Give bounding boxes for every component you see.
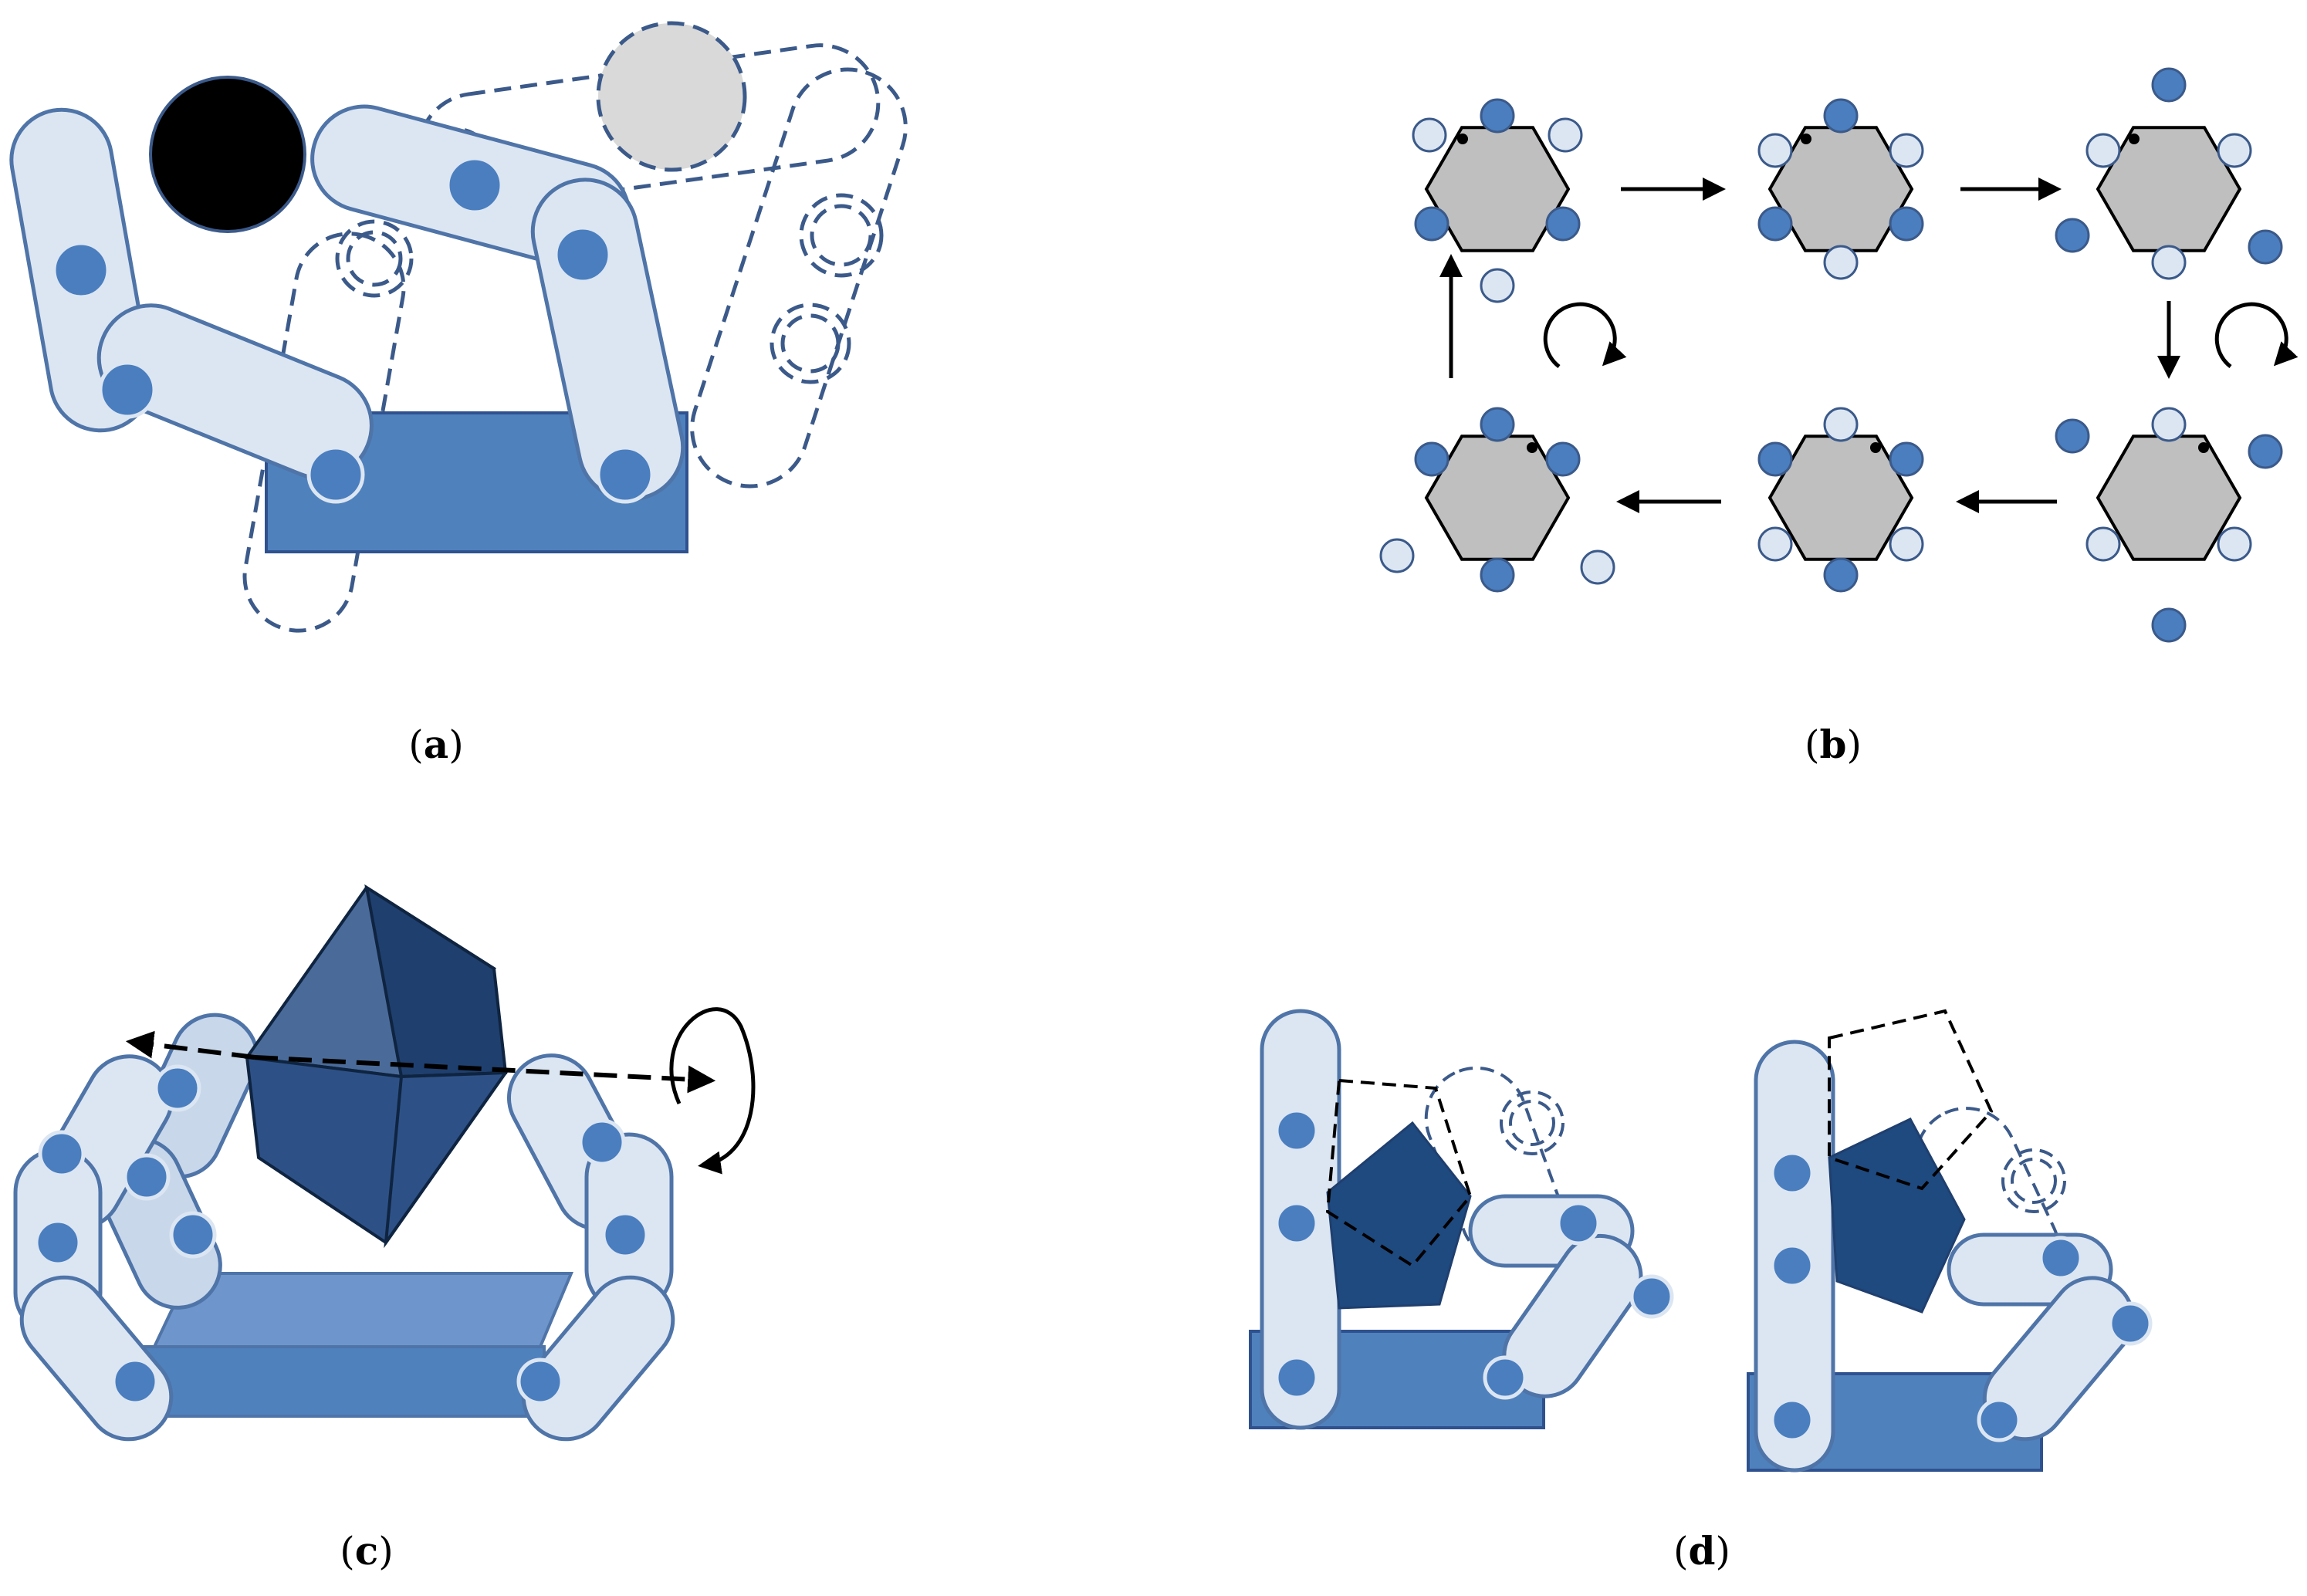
hexagon-state-3: [2096, 126, 2242, 252]
finger-contact-inactive: [1757, 133, 1793, 168]
finger-contact-active: [1545, 441, 1581, 477]
pentagon-d1: [1326, 1121, 1472, 1310]
panel-a-gripper-ball: [9, 21, 908, 633]
caption-a: (a): [408, 722, 464, 767]
finger-contact-active: [1414, 206, 1449, 242]
finger-contact-active: [1823, 98, 1859, 134]
finger-contact-inactive: [2151, 407, 2187, 442]
finger-contact-active: [1889, 441, 1924, 477]
rotation-arrow: [2214, 302, 2299, 368]
rotation-axis: [254, 1055, 716, 1094]
finger-contact-active: [1480, 557, 1515, 593]
finger-contact-inactive: [2085, 133, 2121, 168]
joints-a: [52, 156, 655, 504]
finger-contact-active: [2055, 218, 2090, 253]
rotation-arrow: [1543, 302, 1627, 368]
rotation-arrow: [669, 1007, 756, 1175]
ghost-ball: [596, 21, 747, 172]
finger-contact-inactive: [1580, 549, 1615, 585]
cube: [244, 884, 509, 1249]
orientation-mark: [2129, 134, 2140, 144]
panel-b-hexagon-cycle: [1379, 67, 2299, 643]
hexagon-state-2: [1767, 126, 1914, 252]
black-ball: [149, 76, 306, 233]
finger-contact-inactive: [1480, 268, 1515, 303]
hexagon-state-4: [2096, 435, 2242, 561]
hexagon-state-6: [1424, 435, 1571, 561]
orientation-mark: [1527, 442, 1537, 453]
finger-contact-active: [1757, 206, 1793, 242]
orientation-mark: [1801, 134, 1811, 144]
orientation-mark: [1457, 134, 1468, 144]
caption-d: (d): [1673, 1528, 1730, 1574]
finger-contact-inactive: [1823, 245, 1859, 280]
hexagon-state-1: [1424, 126, 1571, 252]
orientation-mark: [1870, 442, 1881, 453]
finger-contact-inactive: [1379, 538, 1415, 573]
pentagon-d2: [1828, 1118, 1966, 1314]
pentagon-outline-d1: [1325, 1078, 1473, 1268]
finger-contact-inactive: [1757, 526, 1793, 562]
finger-contact-inactive: [1889, 526, 1924, 562]
finger-contact-active: [1823, 557, 1859, 593]
finger-contact-inactive: [1889, 133, 1924, 168]
orientation-mark: [2198, 442, 2209, 453]
panel-d-pentagon-grasp: [1249, 1009, 2153, 1473]
rotation-axis-left: [125, 1030, 255, 1060]
pentagon-outline-d2: [1828, 1009, 1994, 1191]
base-front: [141, 1345, 546, 1418]
finger-contact-active: [1414, 441, 1449, 477]
finger-contact-active: [1480, 98, 1515, 134]
gripper-d2: [1747, 1009, 2153, 1473]
finger-contact-inactive: [2085, 526, 2121, 562]
finger-contact-active: [2055, 418, 2090, 454]
finger-contact-active: [2151, 607, 2187, 643]
finger-contact-inactive: [2151, 245, 2187, 280]
finger-contact-active: [1757, 441, 1793, 477]
joints-c: [34, 1064, 649, 1405]
caption-b: (b): [1805, 722, 1862, 767]
finger-contact-inactive: [1412, 117, 1447, 153]
finger-contact-inactive: [1823, 407, 1859, 442]
finger-contact-inactive: [1548, 117, 1583, 153]
finger-contact-active: [2151, 67, 2187, 103]
finger-contact-active: [2248, 229, 2283, 265]
finger-contact-active: [2248, 434, 2283, 469]
gripper-d1: [1249, 1009, 1674, 1430]
finger-contact-active: [1889, 206, 1924, 242]
caption-c: (c): [340, 1528, 394, 1574]
hexagon-state-5: [1767, 435, 1914, 561]
panel-c-cube-rotation: [13, 884, 756, 1442]
finger-contact-inactive: [2217, 526, 2252, 562]
finger-contact-active: [1480, 407, 1515, 442]
finger-contact-inactive: [2217, 133, 2252, 168]
finger-contact-active: [1545, 206, 1581, 242]
